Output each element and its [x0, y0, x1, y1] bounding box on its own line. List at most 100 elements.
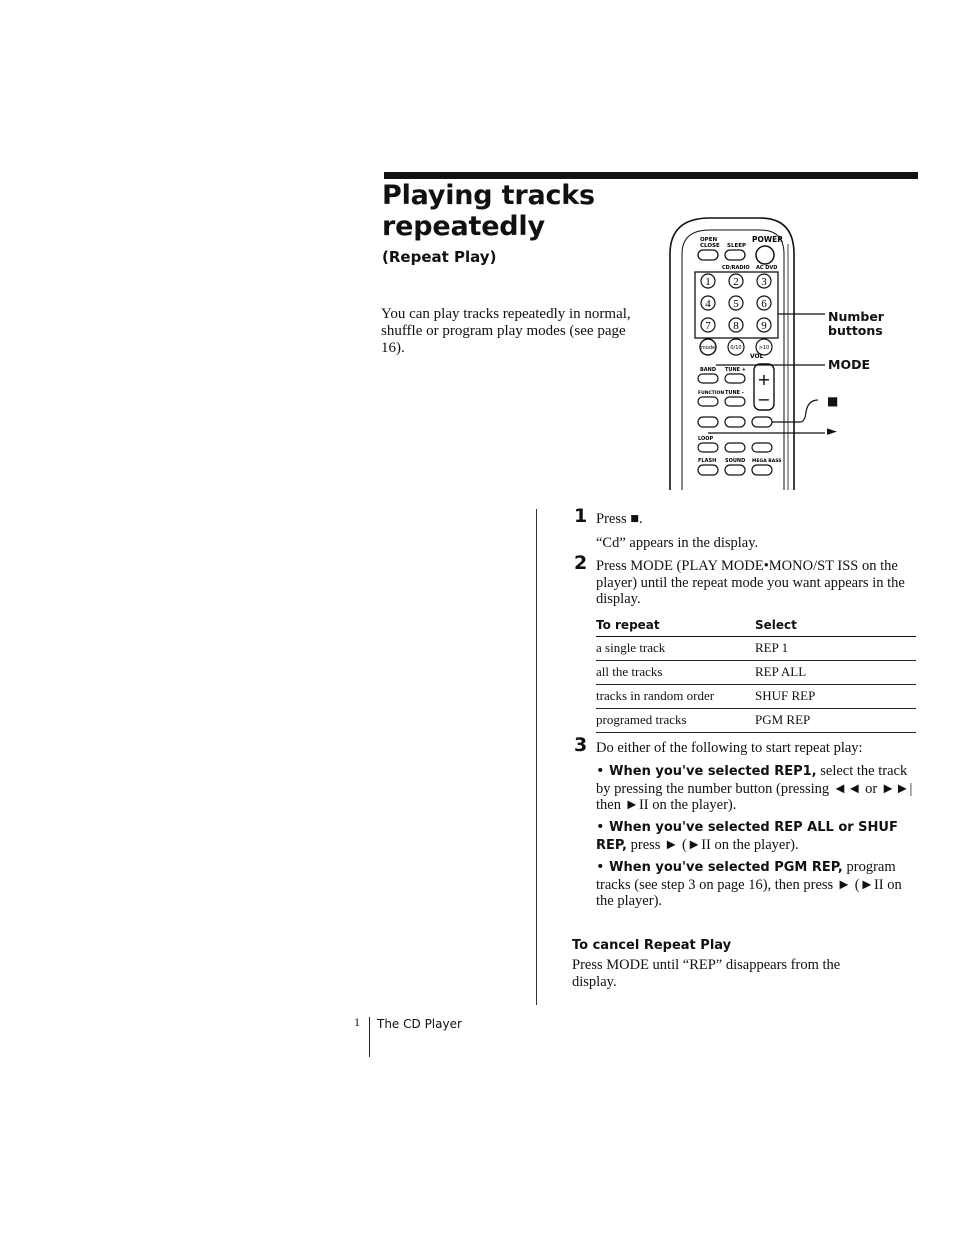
table-cell: all the tracks: [596, 660, 755, 685]
function-label: FUNCTION: [698, 390, 724, 396]
title-line-2: repeatedly: [382, 211, 545, 242]
tune-minus-label: TUNE -: [725, 390, 744, 396]
sound-button: [724, 464, 746, 476]
mega-bass-label: MEGA BASS: [752, 458, 782, 464]
tune-plus-label: TUNE +: [725, 367, 746, 373]
table-cell: programed tracks: [596, 708, 755, 733]
close-label: CLOSE: [700, 243, 720, 249]
remote-body: [669, 217, 795, 490]
table-cell: tracks in random order: [596, 684, 755, 709]
pause-button: [724, 416, 746, 428]
column-divider: [536, 509, 537, 1005]
table-cell: REP ALL: [755, 660, 916, 685]
bullet-pgm-rep-bold: When you've selected PGM REP,: [609, 860, 843, 875]
bullet-dot: •: [596, 819, 610, 835]
page-number: 1: [354, 1015, 360, 1029]
svg-text:5: 5: [733, 298, 739, 310]
table-cell: REP 1: [755, 636, 916, 661]
bullet-dot: •: [596, 859, 610, 875]
bullet-rep-all-text: press ► (►II on the player).: [626, 836, 799, 853]
step-3-number: 3: [574, 734, 588, 756]
bullet-dot: •: [596, 763, 610, 779]
step-1-number: 1: [574, 505, 588, 527]
bullet-rep1-text: select the track by pressing the number …: [596, 763, 913, 813]
bullet-rep1: • When you've selected REP1, select the …: [596, 763, 918, 814]
svg-text:2: 2: [733, 276, 739, 288]
play-callout: ►: [827, 424, 837, 439]
step-1-line-1: Press ■.: [596, 511, 643, 527]
svg-text:6: 6: [761, 298, 767, 310]
over-ten-label: >10: [759, 345, 770, 351]
next-button: [751, 442, 773, 453]
step-2-text: Press MODE (PLAY MODE•MONO/ST ISS on the…: [596, 558, 905, 607]
footer-section: The CD Player: [377, 1017, 462, 1031]
cd-radio-label: CD/RADIO: [722, 265, 750, 271]
loop-button: [697, 442, 719, 453]
play-button: [697, 416, 719, 428]
mode-button: [699, 338, 717, 356]
zero-ten-label: 0/10: [730, 345, 741, 351]
over-ten-button: [755, 338, 773, 356]
title-line-1: Playing tracks: [382, 180, 595, 211]
remote-inner-body: [681, 229, 785, 490]
vol-label: VOL: [750, 353, 764, 360]
title-rule: [384, 172, 918, 179]
flash-label: FLASH: [698, 458, 716, 464]
mode-button-label: mode: [701, 345, 715, 351]
cancel-heading: To cancel Repeat Play: [572, 938, 732, 953]
band-button: [697, 373, 719, 384]
band-label: BAND: [700, 367, 716, 373]
svg-text:7: 7: [705, 320, 711, 332]
function-button: [697, 396, 719, 407]
sound-label: SOUND: [725, 458, 745, 464]
intro-paragraph: You can play tracks repeatedly in normal…: [381, 306, 631, 356]
volume-down-icon: −: [757, 390, 770, 409]
step-2-number: 2: [574, 552, 588, 574]
page-title: Playing tracks repeatedly: [382, 180, 595, 242]
svg-text:3: 3: [761, 276, 767, 288]
mode-callout: MODE: [828, 357, 870, 372]
mega-bass-button: [751, 464, 773, 476]
bullet-rep-all: • When you've selected REP ALL or SHUF R…: [596, 819, 918, 854]
svg-text:9: 9: [761, 320, 767, 332]
volume-rocker: [753, 363, 775, 411]
stop-callout-line: [772, 399, 819, 423]
table-header-row: To repeat Select: [596, 616, 916, 637]
stop-button: [751, 416, 773, 428]
loop-label: LOOP: [698, 436, 714, 442]
step-1-line-2: “Cd” appears in the display.: [596, 535, 759, 551]
remote-illustration: OPEN CLOSE SLEEP POWER CD/RADIO AC DVD 1…: [669, 217, 825, 490]
zero-ten-button: [727, 338, 745, 356]
cancel-text: Press MODE until “REP” disappears from t…: [572, 957, 841, 990]
table-cell: a single track: [596, 636, 755, 661]
number-buttons: 1 2 3 4 5 6 7 8 9: [700, 273, 772, 333]
page-subtitle: (Repeat Play): [382, 248, 497, 266]
volume-up-icon: +: [757, 370, 770, 389]
svg-text:1: 1: [705, 276, 711, 288]
bullet-pgm-rep-text: program tracks (see step 3 on page 16), …: [596, 859, 902, 909]
stop-callout: ■: [827, 394, 839, 408]
open-close-button: [697, 249, 719, 261]
step-3-text: Do either of the following to start repe…: [596, 740, 863, 756]
bullet-rep-all-bold: When you've selected REP ALL or SHUF REP…: [596, 820, 898, 853]
column-header-select: Select: [755, 616, 916, 637]
svg-text:8: 8: [733, 320, 739, 332]
bullet-rep1-bold: When you've selected REP1,: [609, 764, 817, 779]
number-buttons-frame: [694, 271, 779, 339]
bullet-pgm-rep: • When you've selected PGM REP, program …: [596, 859, 918, 910]
number-buttons-callout: Number buttons: [828, 309, 884, 338]
power-button: [755, 245, 775, 265]
power-label: POWER: [752, 235, 783, 244]
open-label: OPEN: [700, 237, 717, 243]
prev-button: [724, 442, 746, 453]
footer-rule: [369, 1017, 370, 1057]
sleep-label: SLEEP: [727, 243, 746, 249]
table-cell: PGM REP: [755, 708, 916, 733]
svg-text:4: 4: [705, 298, 711, 310]
tune-minus-button: [724, 396, 746, 407]
